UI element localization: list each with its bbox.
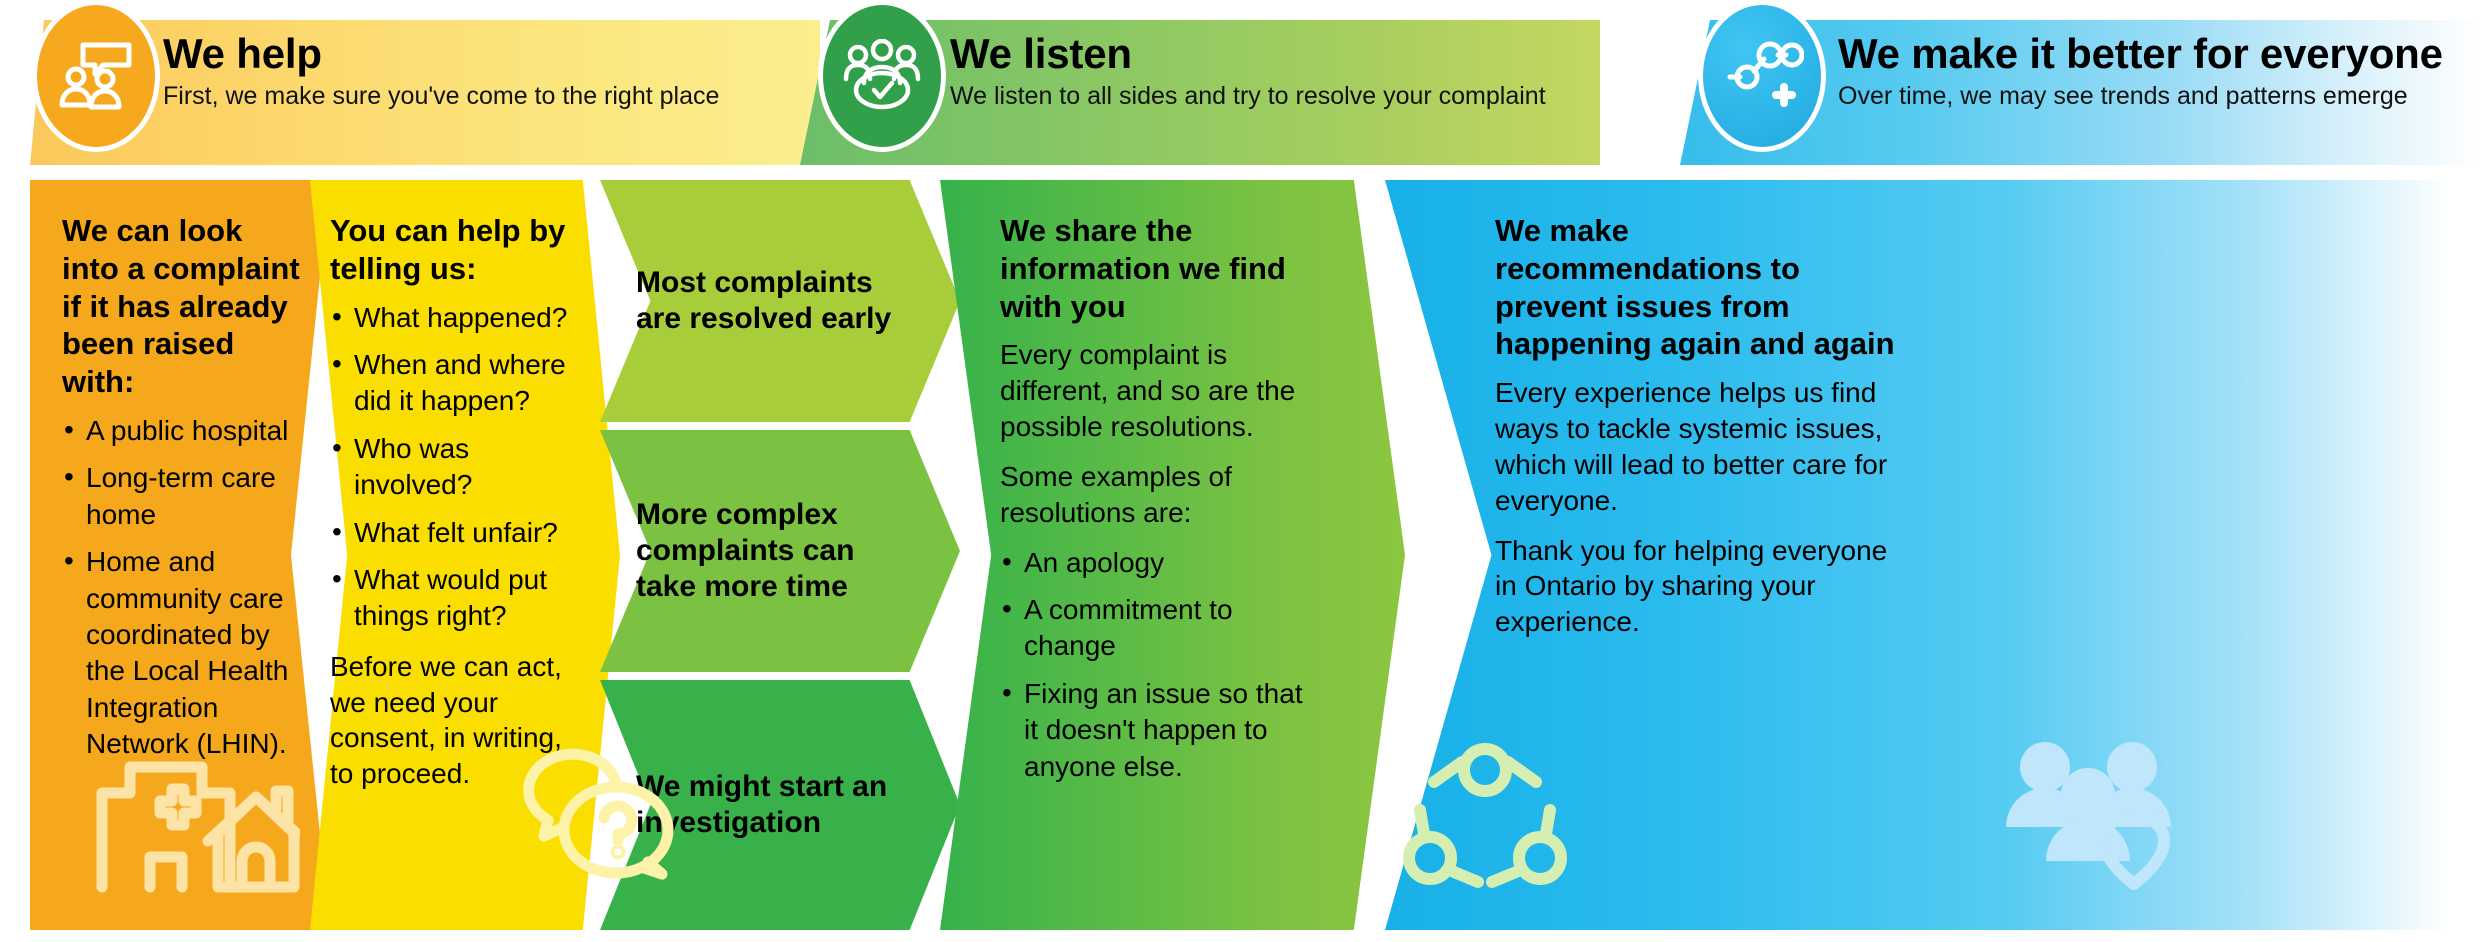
network-nodes-plus-icon (1698, 0, 1826, 152)
stage-most-complaints-resolved-early: Most complaints are resolved early (600, 180, 960, 422)
header-subtitle-we-help: First, we make sure you've come to the r… (163, 82, 720, 111)
header-text-we-help: We help First, we make sure you've come … (163, 30, 720, 111)
header-title-we-make-it-better: We make it better for everyone (1838, 30, 2443, 77)
hospital-home-icon (90, 745, 302, 900)
bullet-list-resolutions: An apology A commitment to change Fixing… (1000, 544, 1320, 785)
paragraph-consent: Before we can act, we need your consent,… (330, 650, 562, 790)
column-we-make-recommendations (1385, 180, 2450, 930)
people-heart-icon (2000, 735, 2190, 895)
list-item: What would put things right? (330, 561, 585, 635)
paragraph-every-experience: Every experience helps us find ways to t… (1495, 377, 1888, 516)
header-text-we-make-it-better: We make it better for everyone Over time… (1838, 30, 2443, 111)
list-item: What felt unfair? (330, 514, 585, 551)
heading-we-share-information: We share the information we find with yo… (1000, 213, 1286, 324)
list-item: What happened? (330, 299, 585, 336)
paragraph-some-examples: Some examples of resolutions are: (1000, 460, 1232, 528)
heading-we-make-recommendations: We make recommendations to prevent issue… (1495, 213, 1895, 362)
header-subtitle-we-make-it-better: Over time, we may see trends and pattern… (1838, 82, 2408, 111)
heading-we-can-look-into: We can look into a complaint if it has a… (62, 213, 300, 400)
people-speech-bubble-icon (32, 0, 160, 152)
paragraph-thank-you: Thank you for helping everyone in Ontari… (1495, 534, 1888, 638)
text-block-we-make-recommendations: We make recommendations to prevent issue… (1495, 212, 1895, 654)
header-title-we-listen: We listen (950, 30, 1132, 77)
text-block-we-share-information: We share the information we find with yo… (1000, 212, 1320, 799)
text-block-you-can-help: You can help by telling us: What happene… (330, 212, 585, 806)
stage-1-shape (600, 180, 960, 422)
stage-2-label: More complex complaints can take more ti… (636, 498, 855, 603)
collaboration-circle-icon (1400, 740, 1570, 900)
stage-more-complex-complaints: More complex complaints can take more ti… (600, 430, 960, 672)
list-item: When and where did it happen? (330, 346, 585, 420)
list-item: An apology (1000, 544, 1320, 581)
header-text-we-listen: We listen We listen to all sides and try… (950, 30, 1546, 111)
list-item: Home and community care coordinated by t… (62, 543, 307, 762)
paragraph-every-complaint: Every complaint is different, and so are… (1000, 339, 1296, 443)
list-item: Long-term care home (62, 459, 307, 533)
bullet-list-you-can-help: What happened? When and where did it hap… (330, 299, 585, 635)
group-checkmark-icon (818, 0, 946, 152)
speech-bubbles-question-icon (520, 748, 695, 898)
header-band-we-help (30, 20, 820, 165)
header-band-we-help-background (30, 20, 820, 165)
header-subtitle-we-listen: We listen to all sides and try to resolv… (950, 82, 1546, 111)
bullet-list-look-into: A public hospital Long-term care home Ho… (62, 412, 307, 763)
heading-you-can-help: You can help by telling us: (330, 213, 566, 286)
list-item: Fixing an issue so that it doesn't happe… (1000, 675, 1320, 785)
text-block-we-can-look-into: We can look into a complaint if it has a… (62, 212, 307, 777)
header-title-we-help: We help (163, 30, 322, 77)
column-stages: Most complaints are resolved early More … (600, 180, 960, 930)
list-item: A commitment to change (1000, 591, 1320, 665)
stage-2-shape (600, 430, 960, 672)
stage-1-label: Most complaints are resolved early (636, 266, 892, 335)
list-item: A public hospital (62, 412, 307, 449)
list-item: Who was involved? (330, 430, 585, 504)
column-we-make-recommendations-shape (1385, 180, 2450, 930)
